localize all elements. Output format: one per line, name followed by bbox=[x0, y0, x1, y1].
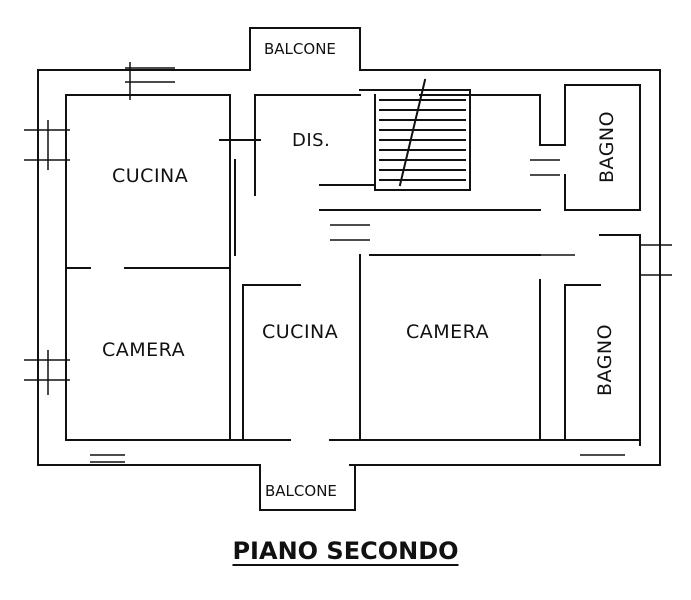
window-bottom-right bbox=[580, 439, 625, 456]
label-balcone-top: BALCONE bbox=[264, 40, 336, 58]
plan-title: PIANO SECONDO bbox=[0, 537, 691, 565]
outer-wall-bottom bbox=[37, 439, 661, 466]
window-right bbox=[640, 244, 672, 276]
outer-wall-right bbox=[639, 69, 661, 466]
label-bagno-bottom: BAGNO bbox=[594, 323, 616, 396]
label-cucina-left: CUCINA bbox=[112, 165, 189, 187]
label-camera-center: CAMERA bbox=[406, 321, 490, 343]
balcony-top-frame bbox=[249, 27, 361, 71]
stairs-outline bbox=[359, 89, 471, 191]
door-marks bbox=[330, 159, 575, 256]
plan-title-text: PIANO SECONDO bbox=[232, 537, 459, 565]
window-left-lower bbox=[24, 350, 70, 395]
corridor-wall bbox=[319, 184, 541, 211]
wall-dis-left bbox=[219, 139, 261, 256]
window-bottom-left bbox=[90, 439, 125, 463]
label-cucina-center: CUCINA bbox=[262, 321, 339, 343]
stairs-arrow bbox=[398, 78, 427, 187]
bagno-bottom-walls bbox=[559, 234, 641, 441]
window-top-left bbox=[125, 62, 175, 100]
stairs-steps bbox=[379, 99, 466, 181]
bagno-top-walls bbox=[539, 84, 641, 211]
label-balcone-bottom: BALCONE bbox=[265, 482, 337, 500]
window-left-upper bbox=[24, 120, 70, 170]
label-dis: DIS. bbox=[292, 130, 331, 151]
balcony-bottom-frame bbox=[259, 464, 356, 511]
label-camera-left: CAMERA bbox=[102, 339, 186, 361]
label-bagno-top: BAGNO bbox=[596, 110, 618, 183]
